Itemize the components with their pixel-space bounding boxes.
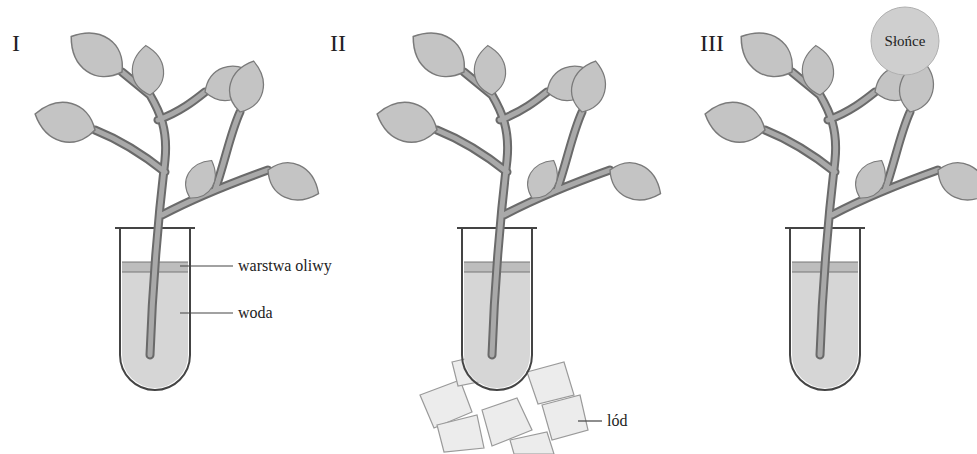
- part-label: warstwa oliwy: [238, 257, 332, 275]
- sun-label: Słońce: [885, 33, 926, 50]
- panel-number: I: [12, 30, 20, 56]
- panel-number: III: [700, 30, 724, 56]
- panel-two: [372, 20, 668, 454]
- panel-number: II: [330, 30, 346, 56]
- part-label: woda: [238, 304, 273, 322]
- panel-one: [30, 20, 326, 390]
- part-label: lód: [607, 412, 627, 430]
- sun-circle: Słońce: [870, 6, 940, 76]
- leader-line: [180, 265, 233, 266]
- leader-line: [180, 312, 233, 313]
- leader-line: [578, 420, 602, 421]
- panel-three: [700, 20, 977, 390]
